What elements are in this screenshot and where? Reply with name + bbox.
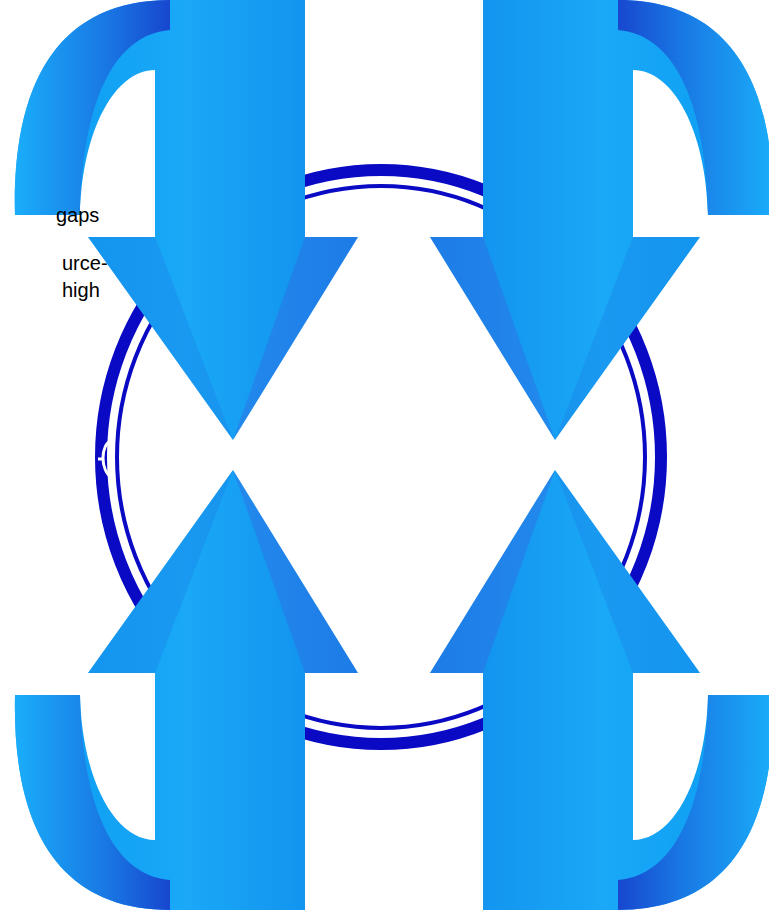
text-fragment: gaps: [56, 203, 99, 227]
text-fragment: urce-: [62, 251, 108, 275]
text-fragment: high: [62, 278, 100, 302]
